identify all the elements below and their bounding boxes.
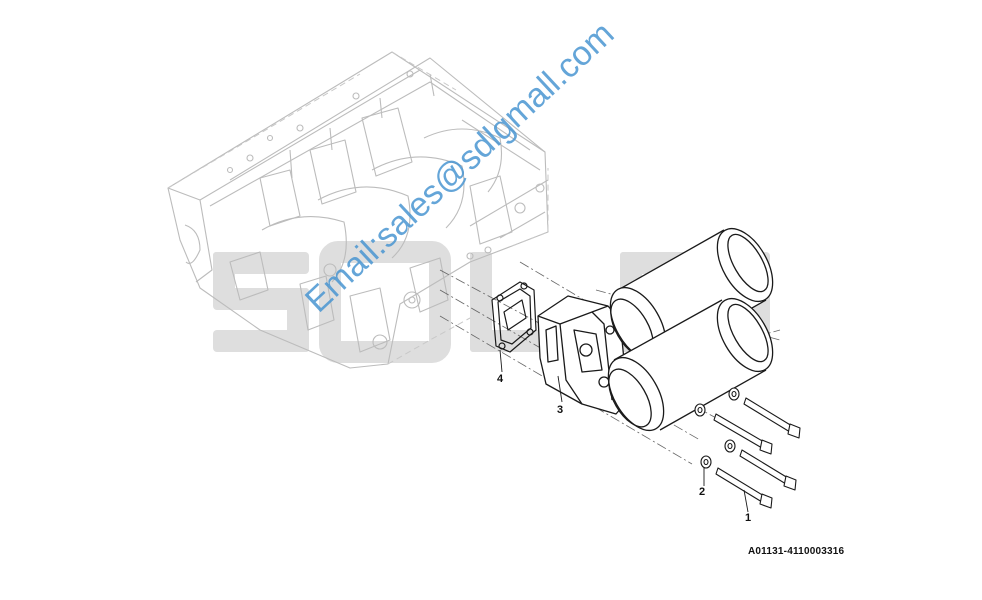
bolt [713,413,773,455]
bolt [739,449,797,491]
washer [724,439,736,453]
washer [694,403,706,417]
filter-canister-lower [607,298,774,431]
callout-2: 2 [699,486,706,498]
callout-3: 3 [557,404,564,416]
washer [728,387,740,401]
engine-block [167,51,549,369]
gasket-part-4 [491,281,537,353]
callout-1: 1 [745,512,752,524]
bolt [715,467,773,509]
callout-4: 4 [497,373,504,385]
bolt [743,397,801,439]
part-code-label: A01131-4110003316 [748,546,845,557]
filter-head-part-3 [537,295,629,415]
callout-leaders [499,349,749,513]
washer [700,455,712,469]
washers-part-2 [694,387,740,469]
engine-block-hidden-lines [167,51,549,365]
bolts-part-1 [713,397,801,509]
filter-canister-upper [609,228,774,361]
